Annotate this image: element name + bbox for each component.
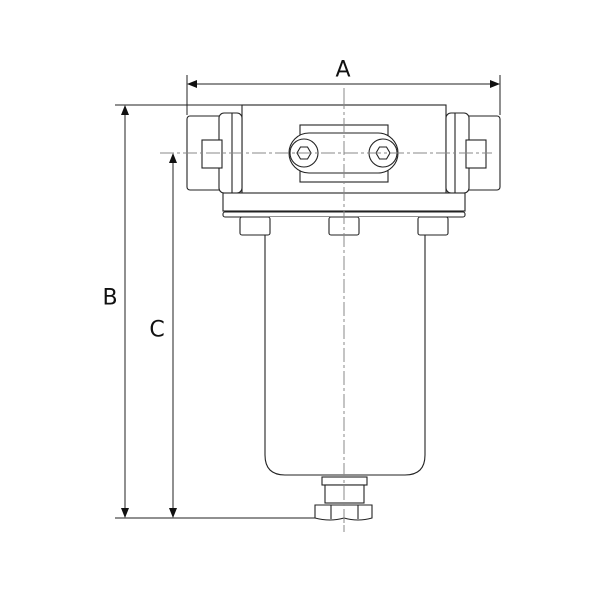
right-port-boss xyxy=(465,139,487,169)
dimension-label-b: B xyxy=(102,285,118,311)
left-port-boss xyxy=(201,139,223,169)
head-bolt-left xyxy=(239,216,271,236)
dimension-label-c: C xyxy=(149,317,165,343)
filter-bowl xyxy=(264,217,426,476)
dimensions xyxy=(115,75,501,519)
head-bolt-right xyxy=(417,216,449,236)
dimension-label-a: A xyxy=(335,57,351,83)
